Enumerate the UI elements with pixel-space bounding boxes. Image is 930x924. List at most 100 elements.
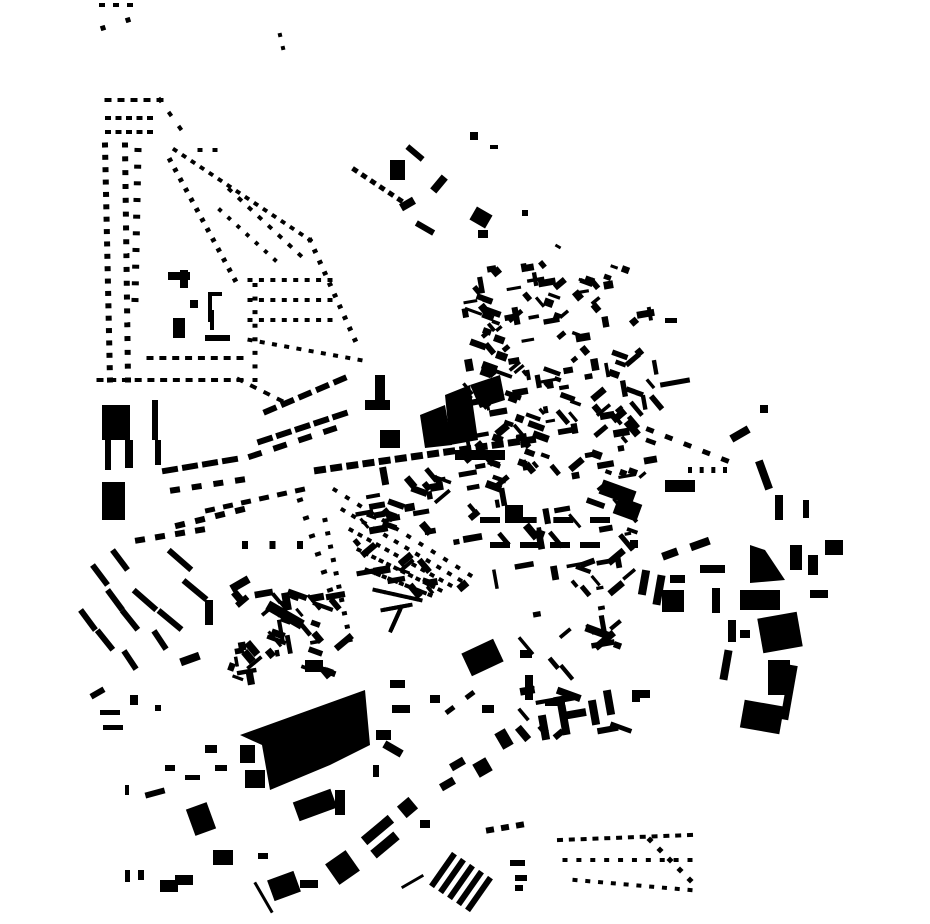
building [542, 507, 552, 525]
building [374, 542, 382, 548]
building [388, 591, 395, 597]
building [550, 565, 560, 581]
building [433, 475, 452, 485]
building [550, 542, 570, 548]
building [296, 346, 302, 352]
building [501, 344, 511, 353]
building [160, 378, 168, 382]
building [246, 655, 263, 671]
building [252, 378, 258, 382]
building [173, 318, 185, 338]
building [513, 363, 525, 375]
building [356, 568, 376, 577]
building [740, 630, 750, 638]
building [181, 462, 199, 471]
building [645, 426, 655, 434]
building [632, 690, 640, 702]
building [180, 270, 188, 288]
building [514, 561, 535, 570]
building [78, 608, 98, 632]
building [127, 3, 133, 7]
building [106, 352, 113, 358]
building [254, 588, 274, 599]
building [172, 167, 179, 173]
building [623, 419, 641, 438]
building [103, 191, 110, 198]
building [430, 174, 448, 194]
building [498, 487, 508, 507]
building [147, 130, 153, 134]
building [447, 863, 475, 901]
building [410, 451, 424, 461]
building [442, 556, 449, 563]
building [105, 116, 111, 120]
building [503, 419, 514, 428]
building [207, 170, 215, 178]
building [161, 465, 179, 475]
building [514, 724, 532, 743]
building [155, 705, 161, 711]
building [492, 334, 506, 345]
building [156, 96, 164, 104]
building [616, 835, 623, 840]
building [297, 433, 313, 444]
building [436, 587, 444, 593]
building [661, 547, 679, 561]
building [329, 463, 343, 473]
building [466, 571, 474, 579]
building [133, 197, 141, 203]
building [598, 479, 637, 506]
building [296, 497, 304, 503]
building [780, 664, 798, 721]
building [304, 298, 310, 302]
building [134, 378, 142, 382]
building [373, 765, 379, 777]
building [124, 349, 131, 355]
building [504, 313, 520, 322]
building [210, 356, 218, 360]
building [378, 184, 386, 192]
building [631, 858, 637, 862]
building [620, 265, 631, 275]
building [428, 572, 436, 578]
building [712, 588, 720, 613]
building [110, 548, 130, 572]
building [194, 526, 206, 534]
building [103, 216, 110, 222]
building [375, 375, 385, 400]
building [467, 508, 481, 522]
building [99, 3, 105, 7]
building [570, 355, 579, 364]
building [179, 651, 201, 667]
building [596, 483, 606, 492]
building [555, 686, 582, 702]
building [295, 607, 304, 618]
building [396, 592, 403, 598]
building [276, 233, 284, 240]
building [490, 145, 498, 149]
building [467, 502, 477, 513]
building [444, 705, 456, 715]
building [545, 418, 556, 424]
building [542, 297, 555, 309]
building [275, 428, 293, 440]
building [115, 116, 122, 120]
building [269, 541, 276, 549]
building [325, 590, 346, 601]
building [439, 776, 456, 792]
building [344, 494, 351, 501]
building [197, 148, 203, 152]
building [452, 538, 460, 546]
building [102, 154, 109, 160]
building [456, 869, 484, 907]
building [417, 541, 425, 548]
building [104, 266, 111, 272]
building [123, 294, 130, 300]
building [131, 297, 139, 303]
building [225, 182, 233, 190]
building [136, 116, 143, 120]
building [617, 445, 625, 452]
building [433, 488, 451, 505]
building [212, 479, 224, 488]
building [426, 490, 433, 500]
